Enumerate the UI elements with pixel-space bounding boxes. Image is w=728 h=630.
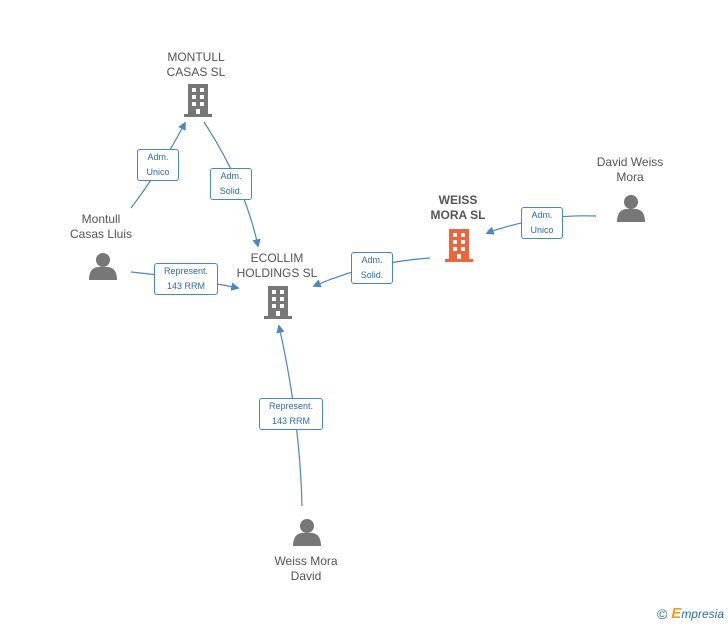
edge-label-line: Adm. [220,171,242,181]
person-icon [89,253,117,280]
edge-label-line: Adm. [361,255,383,265]
node-label-line: Montull [81,212,121,226]
edge-label-david-to-weissmora: Adm. Unico [521,207,563,239]
node-montull-casas-lluis[interactable]: Montull Casas Lluis [55,212,147,242]
node-label-line: Casas Lluis [69,227,133,241]
node-weiss-mora-sl[interactable]: WEISS MORA SL [413,193,503,223]
edge-label-lluis-to-montull: Adm. Unico [137,149,179,181]
edge-label-line: Unico [146,167,170,177]
node-label-line: Weiss Mora [274,554,338,568]
edge-label-weissdavid-to-ecollim: Represent. 143 RRM [259,398,323,430]
node-label-line: David Weiss [596,155,664,169]
node-label-line: HOLDINGS SL [236,266,318,280]
node-label-line: MONTULL [167,50,225,64]
edge-label-line: 143 RRM [166,281,205,291]
node-david-weiss-mora[interactable]: David Weiss Mora [584,155,676,185]
edge-label-line: Solid. [219,186,243,196]
node-weiss-mora-david[interactable]: Weiss Mora David [260,554,352,584]
node-label-line: WEISS [438,193,478,207]
edge-label-weissmora-to-ecollim: Adm. Solid. [351,252,393,284]
edge-label-line: Adm. [531,210,553,220]
edge-label-montull-to-ecollim: Adm. Solid. [210,168,252,200]
building-icon [184,84,212,117]
edge-label-line: Solid. [360,270,384,280]
person-icon [617,195,645,222]
edge-label-line: Represent. [163,266,209,276]
node-label-line: ECOLLIM [250,251,304,265]
building-icon [264,286,292,319]
node-label-line: David [290,569,322,583]
node-label-line: MORA SL [430,208,486,222]
node-montull-casas-sl[interactable]: MONTULL CASAS SL [150,50,242,80]
node-label-line: CASAS SL [166,65,226,79]
edge-label-line: Unico [530,225,554,235]
edge-label-line: Adm. [147,152,169,162]
edge-label-line: 143 RRM [271,416,310,426]
node-ecollim-holdings[interactable]: ECOLLIM HOLDINGS SL [222,251,332,281]
brand-initial: E [671,605,682,622]
copyright-icon: © [656,605,668,622]
person-icon [293,519,321,546]
node-label-line: Mora [616,170,644,184]
brand-watermark: © Empresia [657,605,724,622]
edge-label-line: Represent. [268,401,314,411]
brand-name: mpresia [681,607,724,621]
edge-label-lluis-to-ecollim: Represent. 143 RRM [154,263,218,295]
building-icon [445,229,473,262]
